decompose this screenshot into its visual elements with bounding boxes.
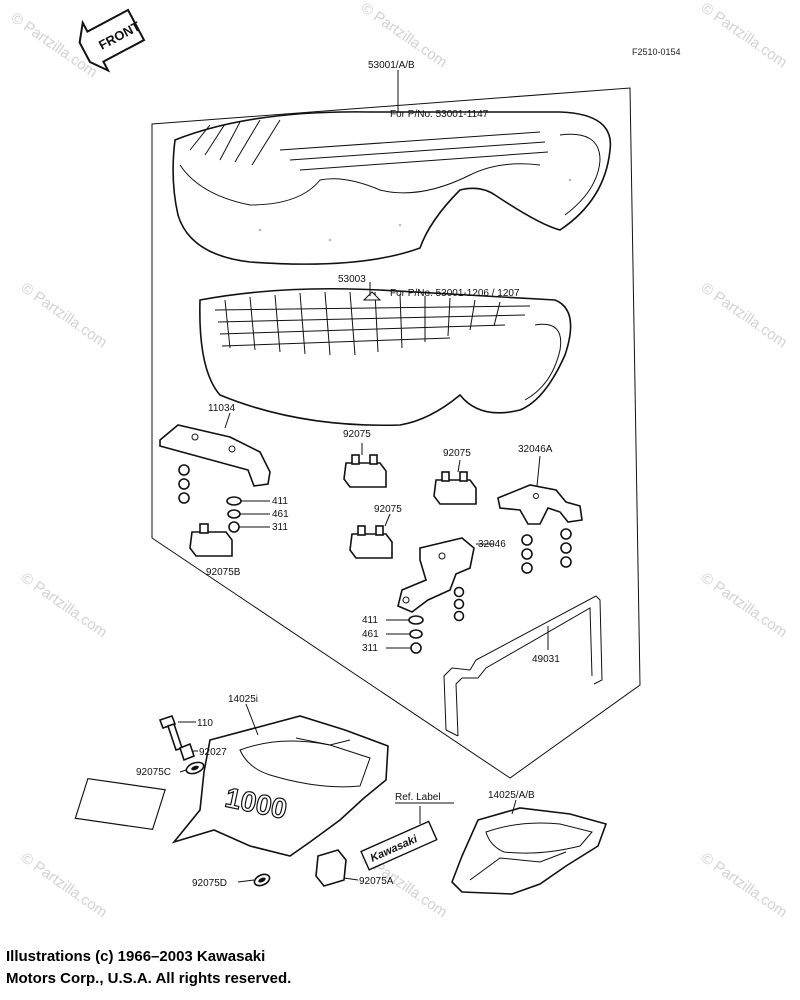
washers-right-411-461-311 — [408, 615, 424, 654]
nuts-right-upper — [521, 528, 572, 574]
damper-92075A — [315, 849, 347, 887]
watermark: © Partzilla.com — [698, 279, 791, 351]
part-label-92075D: 92075D — [192, 878, 227, 889]
seat-cowl-14025i: 1000 — [74, 715, 389, 857]
kawasaki-label: Kawasaki — [360, 820, 438, 871]
bolt-110 — [158, 714, 184, 752]
part-label-92075-b: 92075 — [443, 448, 471, 459]
part-label-311-b: 311 — [362, 643, 378, 654]
part-label-461: 461 — [272, 509, 289, 520]
parts-diagram: © Partzilla.com © Partzilla.com © Partzi… — [8, 0, 791, 921]
bracket-32046A — [497, 484, 583, 525]
watermark: © Partzilla.com — [698, 849, 791, 921]
part-label-92075-c: 92075 — [374, 504, 402, 515]
grab-rail-49031 — [443, 595, 603, 737]
copyright-line-1: Illustrations (c) 1966–2003 Kawasaki — [6, 948, 266, 965]
part-label-311: 311 — [272, 522, 288, 533]
damper-92075-a — [343, 454, 387, 488]
part-label-14025AB: 14025/A/B — [488, 790, 535, 801]
bracket-11034 — [159, 424, 271, 487]
part-label-110: 110 — [197, 718, 213, 729]
watermark: © Partzilla.com — [18, 279, 111, 351]
collar-92027 — [179, 742, 195, 762]
seat-bottom-illustration — [199, 287, 572, 427]
part-label-92075A: 92075A — [359, 876, 394, 887]
nuts-left — [178, 464, 190, 504]
nuts-right-lower — [453, 586, 465, 622]
watermark: © Partzilla.com — [18, 569, 111, 641]
part-label-53001: 53001/A/B — [368, 60, 415, 71]
note-seat-a: For P/No. 53001-1147 — [390, 109, 489, 120]
part-label-92075C: 92075C — [136, 767, 171, 778]
damper-92075B — [189, 523, 233, 557]
part-label-14025i: 14025i — [228, 694, 258, 705]
part-label-32046A: 32046A — [518, 444, 553, 455]
watermark: © Partzilla.com — [18, 849, 111, 921]
part-label-92027: 92027 — [199, 747, 227, 758]
ref-label-note: Ref. Label — [395, 792, 441, 803]
grommet-92075C — [185, 761, 205, 775]
arrow-icon — [78, 8, 146, 73]
leader-line — [224, 412, 231, 429]
watermark: © Partzilla.com — [698, 0, 791, 71]
assembly-frame — [151, 87, 641, 779]
copyright-notice: Illustrations (c) 1966–2003 Kawasaki Mot… — [6, 946, 291, 990]
note-seat-b: For P/No. 53001-1206 / 1207 — [390, 288, 520, 299]
drawing-code: F2510-0154 — [632, 47, 681, 57]
part-label-53003: 53003 — [338, 274, 366, 285]
damper-92075-b — [433, 471, 477, 505]
watermark: © Partzilla.com — [698, 569, 791, 641]
grommet-92075D — [253, 873, 271, 887]
part-label-411-b: 411 — [362, 615, 378, 626]
part-label-11034: 11034 — [208, 403, 236, 414]
copyright-line-2: Motors Corp., U.S.A. All rights reserved… — [6, 970, 292, 987]
part-label-92075B: 92075B — [206, 567, 241, 578]
part-label-411: 411 — [272, 496, 288, 507]
part-label-32046: 32046 — [478, 539, 506, 550]
part-label-461-b: 461 — [362, 629, 379, 640]
damper-92075-c — [349, 525, 393, 559]
part-label-92075-a: 92075 — [343, 429, 371, 440]
seat-top-illustration — [172, 111, 612, 265]
bracket-32046 — [397, 537, 475, 613]
seat-cowl-14025AB — [451, 807, 608, 895]
washers-left-411-461-311 — [226, 496, 242, 533]
part-label-49031: 49031 — [532, 654, 560, 665]
